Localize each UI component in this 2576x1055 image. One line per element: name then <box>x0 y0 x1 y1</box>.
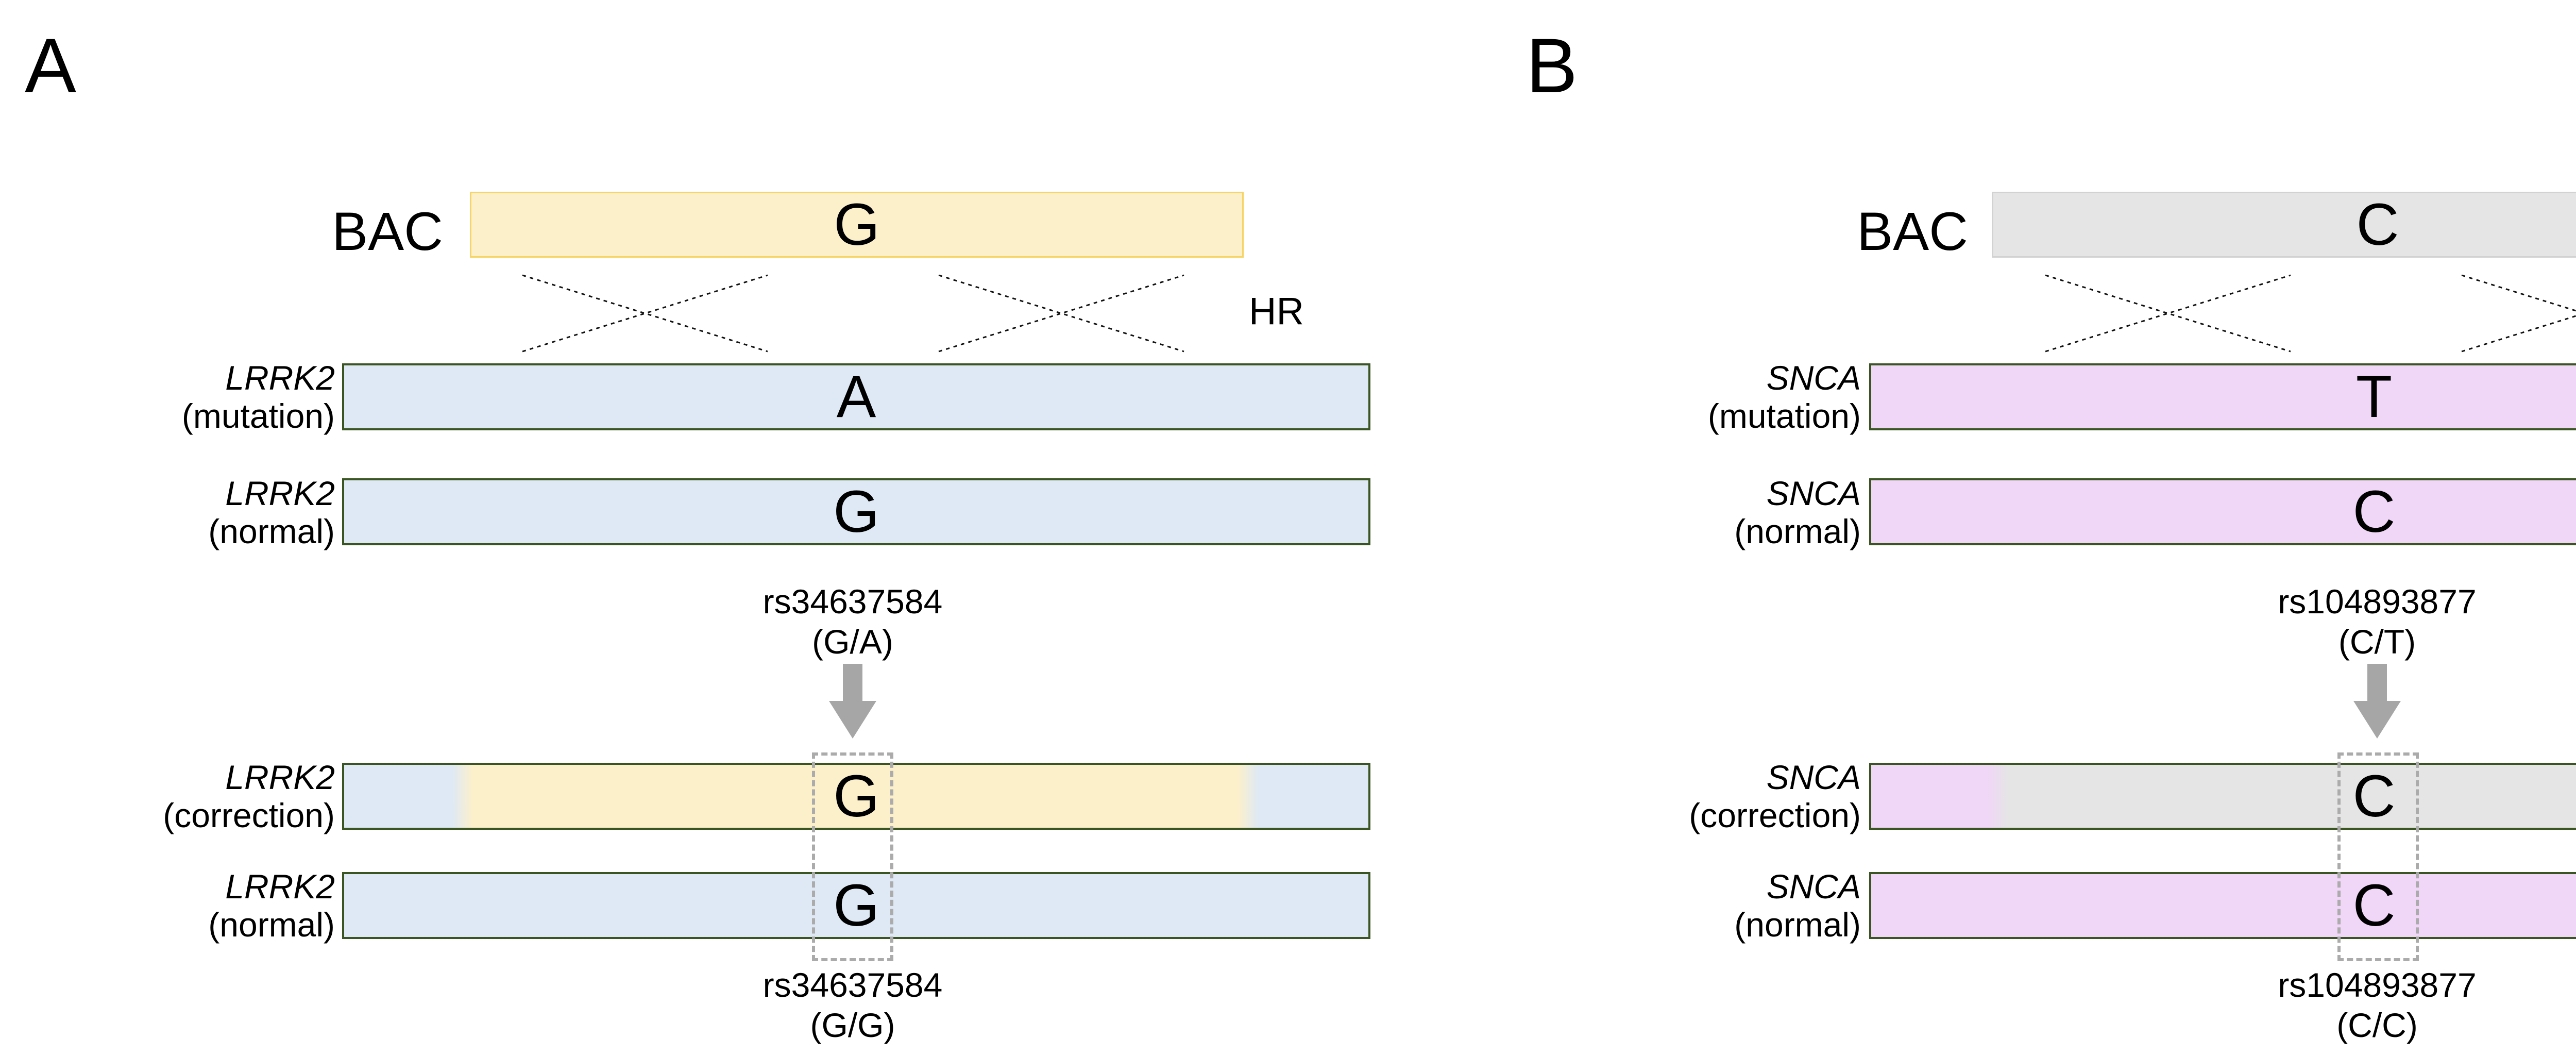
recombination-cross-icon <box>2045 274 2291 353</box>
bar-nucleotide: G <box>833 872 879 939</box>
bac-bar: G <box>470 192 1244 258</box>
gene-row-label-mutation: LRRK2 (mutation) <box>23 359 335 435</box>
snp-genotype: (C/T) <box>2338 623 2416 661</box>
snp-id: rs34637584 <box>762 582 943 621</box>
snp-label-after: rs104893877 (C/C) <box>2223 965 2532 1045</box>
gene-row-label-correction: LRRK2 (correction) <box>23 758 335 834</box>
recombination-cross-icon <box>2461 274 2576 353</box>
gene-state: (mutation) <box>181 397 335 435</box>
gene-row-label-correction: SNCA (correction) <box>1549 758 1861 834</box>
gene-name: SNCA <box>1766 758 1861 796</box>
snp-highlight-box <box>812 752 893 961</box>
bac-label: BAC <box>1857 202 1968 262</box>
gene-state: (normal) <box>208 512 335 550</box>
panel-a-letter: A <box>25 22 77 109</box>
gene-bar-normal-bottom: G <box>342 872 1370 939</box>
gene-bar-normal-top: G <box>342 478 1370 545</box>
snp-highlight-box <box>2337 752 2419 961</box>
recombination-cross-icon <box>938 274 1184 353</box>
down-arrow-icon <box>829 664 876 739</box>
snp-id: rs104893877 <box>2278 582 2477 621</box>
gene-bar-mutation: A <box>342 363 1370 430</box>
gene-name: LRRK2 <box>225 867 335 906</box>
gene-bar-mutation: T <box>1869 363 2576 430</box>
gene-name: LRRK2 <box>225 758 335 796</box>
gene-bar-normal-bottom: C <box>1869 872 2576 939</box>
snp-genotype: (C/C) <box>2336 1006 2418 1044</box>
gene-state: (normal) <box>208 906 335 944</box>
bar-nucleotide: G <box>833 478 879 545</box>
snp-genotype: (G/G) <box>810 1006 895 1044</box>
panel-b-letter: B <box>1526 22 1578 109</box>
bar-nucleotide: T <box>2355 363 2393 430</box>
gene-state: (correction) <box>163 796 335 834</box>
gene-state: (normal) <box>1734 512 1861 550</box>
down-arrow-icon <box>2353 664 2401 739</box>
gene-state: (mutation) <box>1707 397 1861 435</box>
snp-label-after: rs34637584 (G/G) <box>698 965 1007 1045</box>
snp-id: rs104893877 <box>2278 966 2477 1004</box>
bar-nucleotide: C <box>2352 763 2396 829</box>
gene-row-label-normal: LRRK2 (normal) <box>23 474 335 550</box>
bac-label: BAC <box>332 202 443 262</box>
gene-row-label-mutation: SNCA (mutation) <box>1549 359 1861 435</box>
bac-bar: C <box>1992 192 2576 258</box>
snp-label-before: rs104893877 (C/T) <box>2223 581 2532 662</box>
snp-id: rs34637584 <box>762 966 943 1004</box>
bar-nucleotide: C <box>2352 478 2396 545</box>
gene-row-label-normal: SNCA (normal) <box>1549 474 1861 550</box>
gene-state: (normal) <box>1734 906 1861 944</box>
gene-bar-correction: G <box>342 763 1370 830</box>
snp-label-before: rs34637584 (G/A) <box>698 581 1007 662</box>
gene-name: SNCA <box>1766 359 1861 397</box>
bar-nucleotide: C <box>2352 872 2396 939</box>
gene-name: LRRK2 <box>225 474 335 512</box>
gene-name: SNCA <box>1766 474 1861 512</box>
bar-nucleotide: A <box>836 363 876 430</box>
snp-genotype: (G/A) <box>812 623 893 661</box>
gene-name: LRRK2 <box>225 359 335 397</box>
bac-nucleotide: C <box>2356 191 2399 258</box>
gene-name: SNCA <box>1766 867 1861 906</box>
bac-nucleotide: G <box>834 191 880 258</box>
gene-bar-correction: C <box>1869 763 2576 830</box>
gene-row-label-normal: LRRK2 (normal) <box>23 867 335 944</box>
gene-state: (correction) <box>1689 796 1861 834</box>
gene-row-label-normal: SNCA (normal) <box>1549 867 1861 944</box>
bar-nucleotide: G <box>833 763 879 829</box>
recombination-cross-icon <box>522 274 768 353</box>
gene-bar-normal-top: C <box>1869 478 2576 545</box>
hr-label: HR <box>1249 290 1304 332</box>
